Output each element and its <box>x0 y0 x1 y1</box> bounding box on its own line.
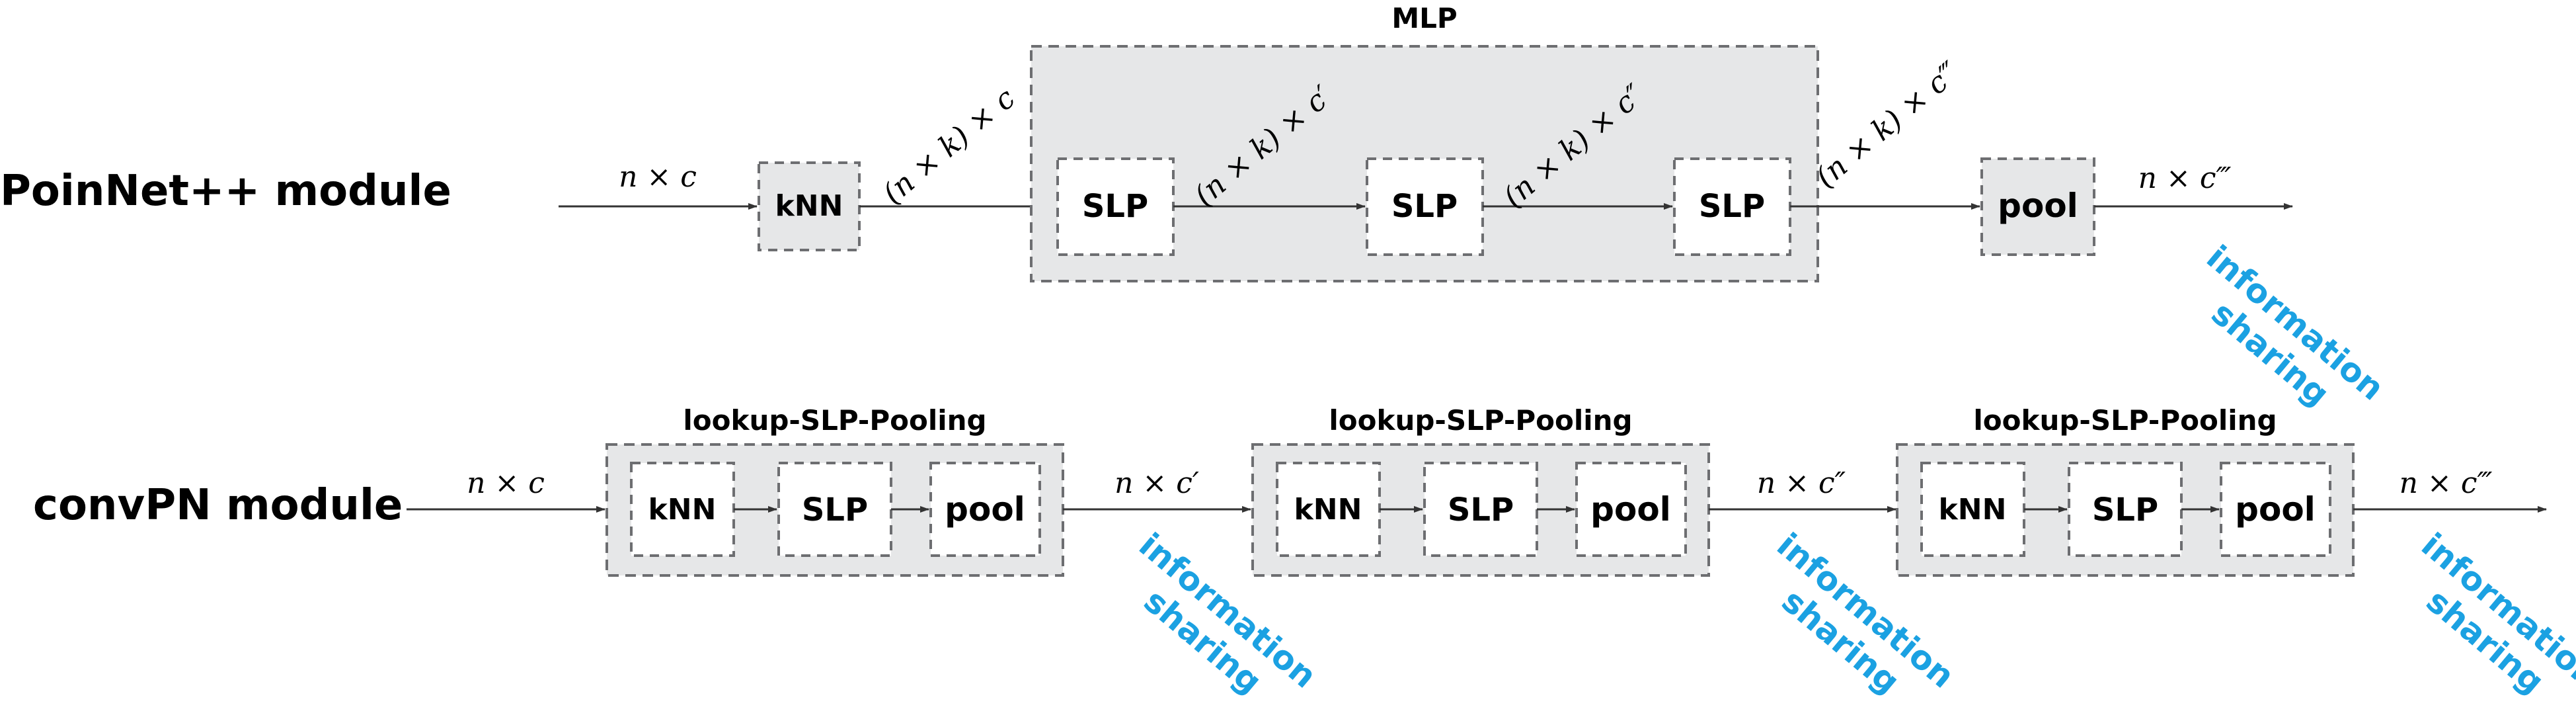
cp-slp-label-1: SLP <box>802 491 868 529</box>
cp-info-sharing-3: information sharing <box>2414 526 2576 701</box>
cp-knn-label-2: kNN <box>1294 493 1362 527</box>
cp-dim-input: n × c <box>467 466 545 500</box>
convpn-row-label: convPN module <box>33 481 403 530</box>
cp-pool-box-1 <box>929 462 1041 557</box>
cp-group-title-2: lookup-SLP-Pooling <box>1329 404 1632 437</box>
pn-slp-label-2: SLP <box>1391 188 1458 225</box>
cp-slp-box-2 <box>1423 462 1538 557</box>
cp-slp-label-2: SLP <box>1448 491 1514 529</box>
pn-slp-box-3 <box>1673 157 1791 256</box>
pn-pool-label: pool <box>1998 187 2078 225</box>
cp-knn-label-1: kNN <box>648 493 717 527</box>
pn-slp-label-3: SLP <box>1699 188 1765 225</box>
pn-slp-label-1: SLP <box>1082 188 1148 225</box>
cp-dim-output: n × c‴ <box>2400 466 2493 500</box>
pn-dim-knn-out: (n × k) × c <box>877 81 1021 211</box>
pn-dim-mlp-out: (n × k) × c‴ <box>1809 56 1966 194</box>
cp-pool-box-2 <box>1575 462 1687 557</box>
pointnet-row-label: PoinNet++ module <box>0 167 451 216</box>
pn-dim-input: n × c <box>619 160 697 194</box>
cp-pool-label-2: pool <box>1590 490 1671 529</box>
cp-group-title-3: lookup-SLP-Pooling <box>1973 404 2277 437</box>
pn-knn-box <box>758 161 861 251</box>
pn-knn-label: kNN <box>775 189 843 223</box>
pn-mlp-title: MLP <box>1391 2 1457 34</box>
cp-slp-label-3: SLP <box>2092 491 2158 529</box>
cp-knn-label-3: kNN <box>1939 493 2007 527</box>
cp-knn-box-2 <box>1276 462 1381 557</box>
cp-knn-box-1 <box>630 462 735 557</box>
cp-pool-label-1: pool <box>945 490 1025 529</box>
cp-pool-box-3 <box>2220 462 2331 557</box>
cp-pool-label-3: pool <box>2235 490 2316 529</box>
pn-dim-output: n × c‴ <box>2138 161 2232 195</box>
cp-slp-box-3 <box>2068 462 2183 557</box>
cp-dim-link-2: n × c″ <box>1757 466 1846 500</box>
cp-dim-link-1: n × c′ <box>1114 466 1199 500</box>
cp-group-title-1: lookup-SLP-Pooling <box>683 404 986 437</box>
